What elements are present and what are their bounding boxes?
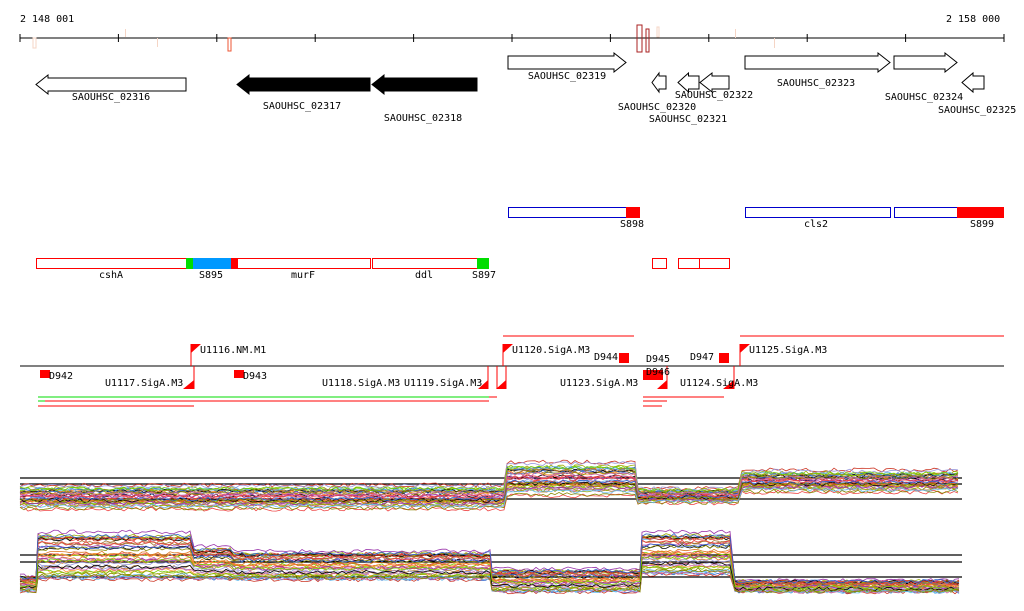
feature-label: S895 (198, 270, 224, 281)
annotation-label[interactable]: D945 (646, 354, 671, 365)
expression-profile-line (19, 554, 960, 590)
feature-label: S899 (969, 219, 995, 230)
feature-red-mark (231, 258, 237, 269)
gene-label[interactable]: SAOUHSC_02317 (262, 101, 342, 112)
annotation-label[interactable]: U1120.SigA.M3 (512, 345, 591, 356)
feature-s899-mark (957, 207, 1004, 218)
expression-profile-line (19, 484, 959, 506)
gene-label[interactable]: SAOUHSC_02323 (776, 78, 856, 89)
gene-arrow-SAOUHSC_02320 (651, 71, 667, 94)
expression-profile-line (19, 570, 960, 594)
gene-label[interactable]: SAOUHSC_02324 (884, 92, 964, 103)
expression-profile-line (19, 539, 960, 586)
feature-label: murF (290, 270, 316, 281)
gene-arrow-SAOUHSC_02325 (961, 71, 985, 94)
gene-arrow-SAOUHSC_02317 (236, 73, 371, 96)
plus-feature-track (508, 207, 1004, 218)
feature-cls2[interactable] (745, 207, 891, 218)
feature-label: ddl (414, 270, 434, 281)
ruler-start-label: 2 148 001 (20, 14, 75, 25)
annotation-label[interactable]: U1116.NM.M1 (200, 345, 267, 356)
gene-label[interactable]: SAOUHSC_02316 (71, 92, 151, 103)
gene-arrow-SAOUHSC_02322 (677, 71, 700, 94)
annotation-label[interactable]: D942 (49, 371, 74, 382)
feature-label: cls2 (803, 219, 829, 230)
annotation-label[interactable]: D944 (594, 352, 619, 363)
annotation-label[interactable]: U1123.SigA.M3 (560, 378, 639, 389)
gene-arrow-SAOUHSC_02316 (35, 73, 187, 96)
feature-ddl[interactable] (372, 258, 478, 269)
feature-box[interactable] (652, 258, 667, 269)
expression-plots (19, 459, 962, 595)
annotation-track (20, 335, 1004, 407)
feature-s898[interactable] (508, 207, 627, 218)
expression-profile-line (19, 461, 959, 492)
feature-label: cshA (98, 270, 124, 281)
expression-profile-line (19, 481, 959, 504)
feature-s897[interactable] (477, 258, 489, 269)
feature-box[interactable] (699, 258, 730, 269)
gene-label[interactable]: SAOUHSC_02319 (527, 71, 607, 82)
annotation-label[interactable]: D943 (243, 371, 268, 382)
expression-profile-line (19, 474, 959, 498)
gene-arrow-SAOUHSC_02318 (371, 73, 478, 96)
gene-arrow-SAOUHSC_02319 (507, 51, 627, 74)
feature-s898-mark (626, 207, 640, 218)
expression-profile-line (19, 536, 960, 585)
annotation-label[interactable]: U1124.SigA.M3 (680, 378, 759, 389)
annotation-label[interactable]: D946 (646, 367, 671, 378)
ruler-end-label: 2 158 000 (946, 14, 1001, 25)
expression-profile-line (19, 468, 959, 494)
gene-track (35, 51, 985, 96)
annotation-label[interactable]: U1125.SigA.M3 (749, 345, 828, 356)
expression-profile-line (19, 465, 959, 493)
expression-profile-line (19, 471, 959, 497)
expression-profile-line (19, 487, 959, 509)
gene-arrow-SAOUHSC_02321 (699, 71, 730, 94)
gene-label[interactable]: SAOUHSC_02321 (648, 114, 728, 125)
expression-profile-line (19, 486, 959, 508)
gene-label[interactable]: SAOUHSC_02320 (617, 102, 697, 113)
expression-profile-line (19, 533, 960, 584)
feature-green-mark (186, 258, 193, 269)
expression-profile-line (19, 489, 959, 512)
annotation-label[interactable]: U1118.SigA.M3 (322, 378, 401, 389)
feature-label: S898 (619, 219, 645, 230)
expression-profile-line (19, 569, 960, 594)
gene-label[interactable]: SAOUHSC_02322 (674, 90, 754, 101)
expression-profile-line (19, 529, 960, 583)
feature-label: S897 (471, 270, 497, 281)
gene-arrow-SAOUHSC_02324 (893, 51, 958, 74)
expression-profile-line (19, 476, 959, 500)
annotation-label[interactable]: U1119.SigA.M3 (404, 378, 483, 389)
gene-label[interactable]: SAOUHSC_02318 (383, 113, 463, 124)
feature-csha[interactable] (36, 258, 187, 269)
gene-label[interactable]: SAOUHSC_02325 (938, 105, 1017, 116)
feature-s895[interactable] (193, 258, 231, 269)
annotation-label[interactable]: U1117.SigA.M3 (105, 378, 184, 389)
ruler (19, 24, 1005, 53)
feature-murf[interactable] (237, 258, 371, 269)
minus-feature-track (36, 258, 730, 269)
annotation-label[interactable]: D947 (690, 352, 715, 363)
gene-arrow-SAOUHSC_02323 (744, 51, 891, 74)
feature-box[interactable] (678, 258, 700, 269)
